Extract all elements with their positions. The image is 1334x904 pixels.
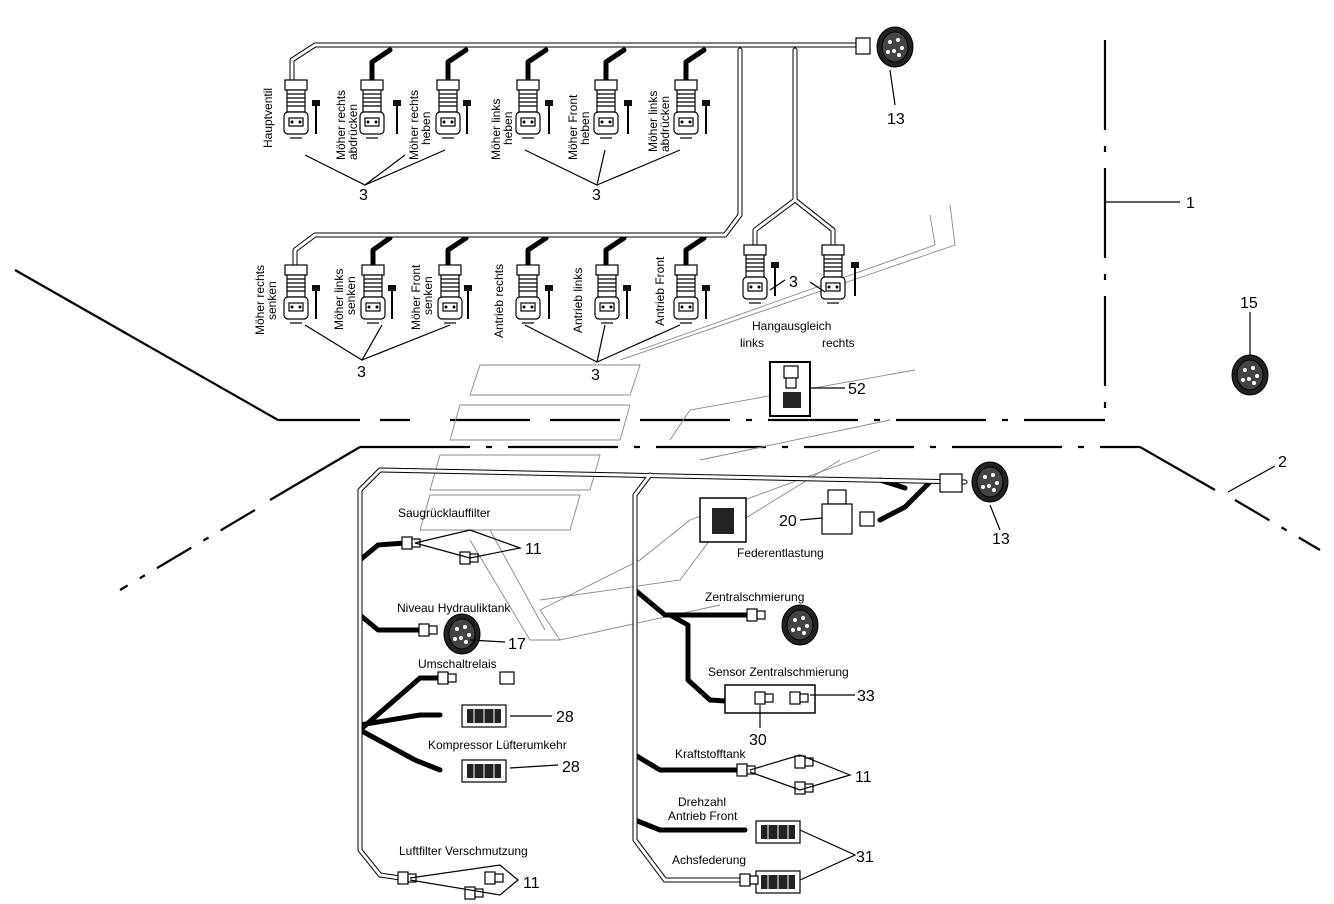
callout-3-c: 3 (789, 274, 798, 291)
chassis-outline (14, 40, 1321, 591)
label-antrieb-front: Antrieb Front (653, 256, 667, 326)
upper-harness-cables (289, 42, 863, 268)
label-antrieb-links: Antrieb links (571, 268, 585, 333)
leader-lines (304, 69, 1251, 896)
label-zentralschmierung: Zentralschmierung (705, 590, 804, 604)
label-antrieb-front-lower: Antrieb Front (668, 809, 738, 823)
label-hangausgleich: Hangausgleich (752, 319, 831, 333)
callout-3-d: 3 (357, 364, 366, 381)
label-sensor-zentralschmierung: Sensor Zentralschmierung (708, 665, 849, 679)
callout-numbers: 1 2 3 3 3 3 3 13 13 15 52 11 17 28 28 11… (357, 111, 1287, 892)
callout-28-b: 28 (562, 759, 580, 776)
callout-15: 15 (1240, 295, 1258, 312)
main-connector-top (855, 26, 914, 68)
label-moeher-front-senken: Möher Frontsenken (409, 264, 435, 330)
callout-52: 52 (848, 381, 866, 398)
label-moeher-rechts-senken: Möher rechtssenken (253, 265, 279, 335)
label-luftfilter-verschmutzung: Luftfilter Verschmutzung (399, 844, 528, 858)
callout-11-c: 11 (855, 769, 872, 786)
callout-30: 30 (749, 732, 767, 749)
callout-1: 1 (1186, 195, 1195, 212)
callout-17: 17 (508, 636, 526, 653)
label-moeher-front-heben: Möher Frontheben (566, 94, 592, 160)
label-moeher-links-abdruecken: Möher linksabdrücken (646, 91, 672, 152)
label-antrieb-rechts: Antrieb rechts (492, 264, 506, 338)
valve-labels: Hauptventil Möher rechtsabdrücken Möher … (253, 88, 672, 338)
lower-harness-cables (357, 467, 968, 883)
lower-plugs (397, 489, 875, 900)
label-kompressor-luefterumkehr: Kompressor Lüfterumkehr (428, 738, 567, 752)
hangausgleich-plugs (742, 244, 860, 304)
horizontal-labels: Hangausgleich links rechts Saugrücklauff… (397, 319, 855, 867)
label-links: links (740, 336, 764, 350)
callout-3-b: 3 (592, 187, 601, 204)
label-kraftstofftank: Kraftstofftank (675, 747, 746, 761)
main-connector-bottom (939, 461, 1009, 503)
label-rechts: rechts (822, 336, 855, 350)
callout-11-b: 11 (523, 875, 540, 892)
label-drehzahl: Drehzahl (678, 795, 726, 809)
label-moeher-rechts-heben: Möher rechtsheben (407, 90, 433, 160)
label-hauptventil: Hauptventil (261, 88, 275, 148)
callout-20: 20 (779, 513, 797, 530)
label-moeher-rechts-abdruecken: Möher rechtsabdrücken (334, 90, 360, 160)
callout-13-bottom: 13 (992, 531, 1010, 548)
callout-3-a: 3 (359, 187, 368, 204)
callout-33: 33 (857, 688, 875, 705)
callout-13-top: 13 (887, 111, 905, 128)
label-moeher-links-senken: Möher linkssenken (332, 269, 358, 330)
callout-2: 2 (1278, 454, 1287, 471)
callout-11-a: 11 (525, 541, 542, 558)
label-achsfederung: Achsfederung (672, 853, 746, 867)
callout-28-a: 28 (556, 709, 574, 726)
label-federentlastung: Federentlastung (737, 546, 824, 560)
label-saugruecklauffilter: Saugrücklauffilter (398, 506, 491, 520)
label-niveau-hydrauliktank: Niveau Hydrauliktank (397, 601, 511, 615)
connector-15 (1231, 354, 1269, 396)
label-umschaltrelais: Umschaltrelais (418, 657, 497, 671)
label-moeher-links-heben: Möher linksheben (489, 99, 515, 160)
callout-31: 31 (856, 849, 874, 866)
relay-box-52 (769, 361, 811, 417)
callout-3-e: 3 (591, 367, 600, 384)
